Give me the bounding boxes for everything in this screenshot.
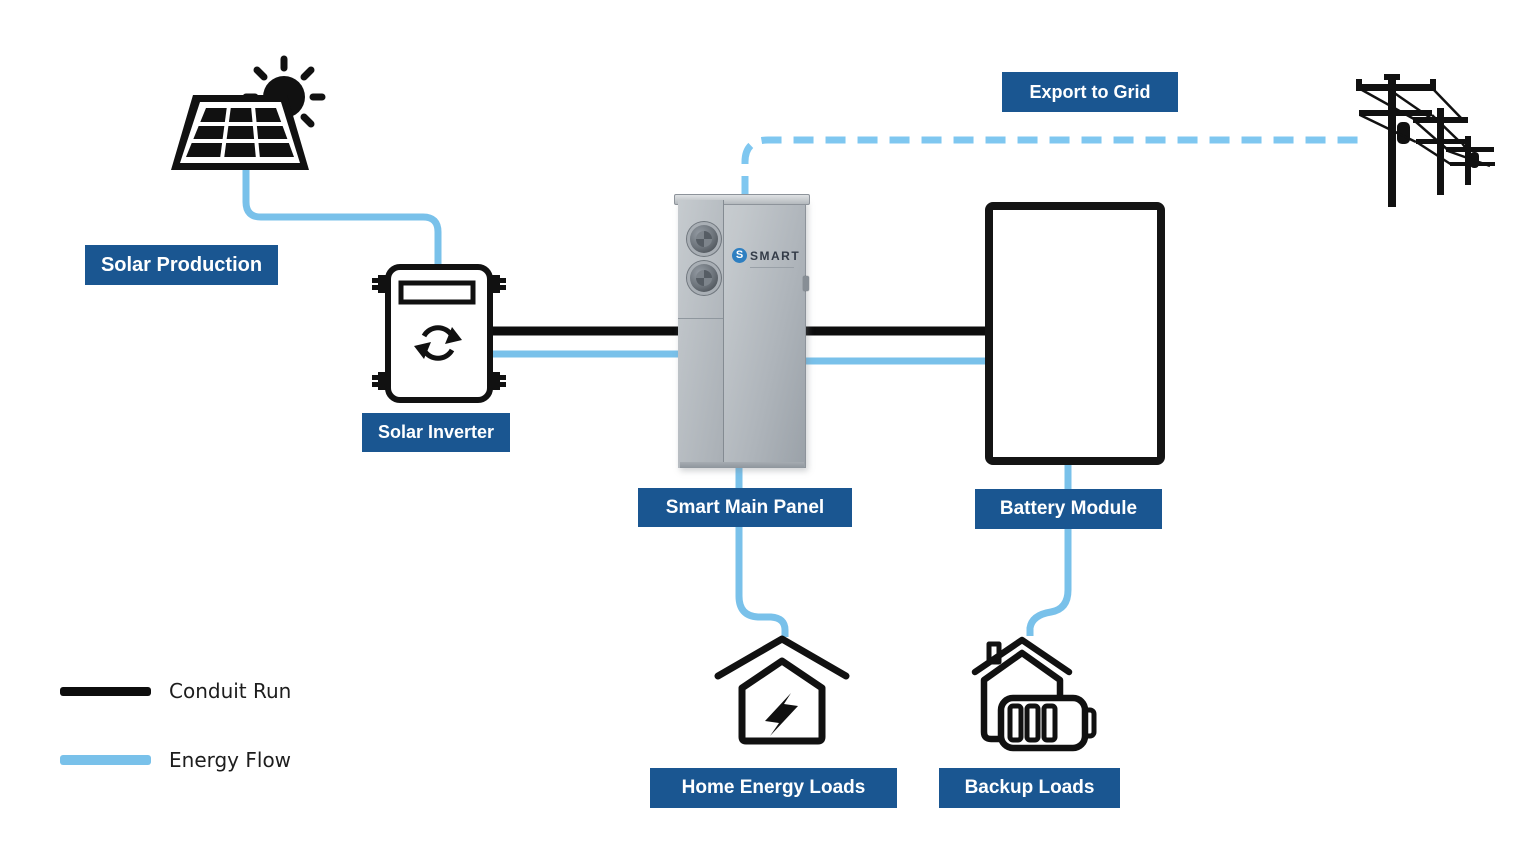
sync-arrows-icon (414, 325, 462, 361)
logo-tagline-rule (750, 267, 794, 268)
battery-icon (997, 694, 1097, 752)
solar-inverter-label: Solar Inverter (362, 413, 510, 452)
panel-handle (803, 276, 809, 291)
legend-item-conduit-run: Conduit Run (60, 679, 291, 703)
panel-lid (674, 194, 810, 205)
export-to-grid-label: Export to Grid (1002, 72, 1178, 112)
solar-panel-icon (171, 55, 326, 170)
home-energy-loads-icon (714, 635, 850, 745)
smart-main-panel-cabinet: S SMART (674, 194, 810, 468)
lightning-bolt-icon (765, 693, 798, 736)
energy-flow-solar-to-inverter (242, 168, 442, 266)
solar-inverter-icon (372, 264, 506, 403)
panel-base (680, 462, 804, 468)
conduit-run-swatch (60, 686, 151, 696)
solar-production-label: Solar Production (85, 245, 278, 285)
battery-module-label: Battery Module (975, 489, 1162, 529)
logo-badge-icon: S (732, 248, 747, 263)
energy-flow-to-backup (1026, 526, 1072, 636)
panel-meter-strip (678, 200, 724, 468)
smart-main-panel-label: Smart Main Panel (638, 488, 852, 527)
export-to-grid-dashed-line (741, 136, 1362, 196)
utility-pole-icon (1356, 74, 1495, 207)
backup-loads-label: Backup Loads (939, 768, 1120, 808)
energy-flow-swatch (60, 755, 151, 765)
home-energy-loads-label: Home Energy Loads (650, 768, 897, 808)
energy-flow-to-home (735, 526, 789, 637)
backup-loads-icon (971, 636, 1097, 752)
logo-text: SMART (750, 248, 801, 263)
legend-label: Conduit Run (169, 679, 292, 703)
meter-socket-icon (687, 222, 721, 256)
meter-socket-icon (687, 261, 721, 295)
panel-brand-logo: S SMART (732, 248, 800, 263)
legend-label: Energy Flow (169, 748, 292, 772)
legend-item-energy-flow: Energy Flow (60, 748, 291, 772)
battery-module-box (985, 202, 1165, 465)
